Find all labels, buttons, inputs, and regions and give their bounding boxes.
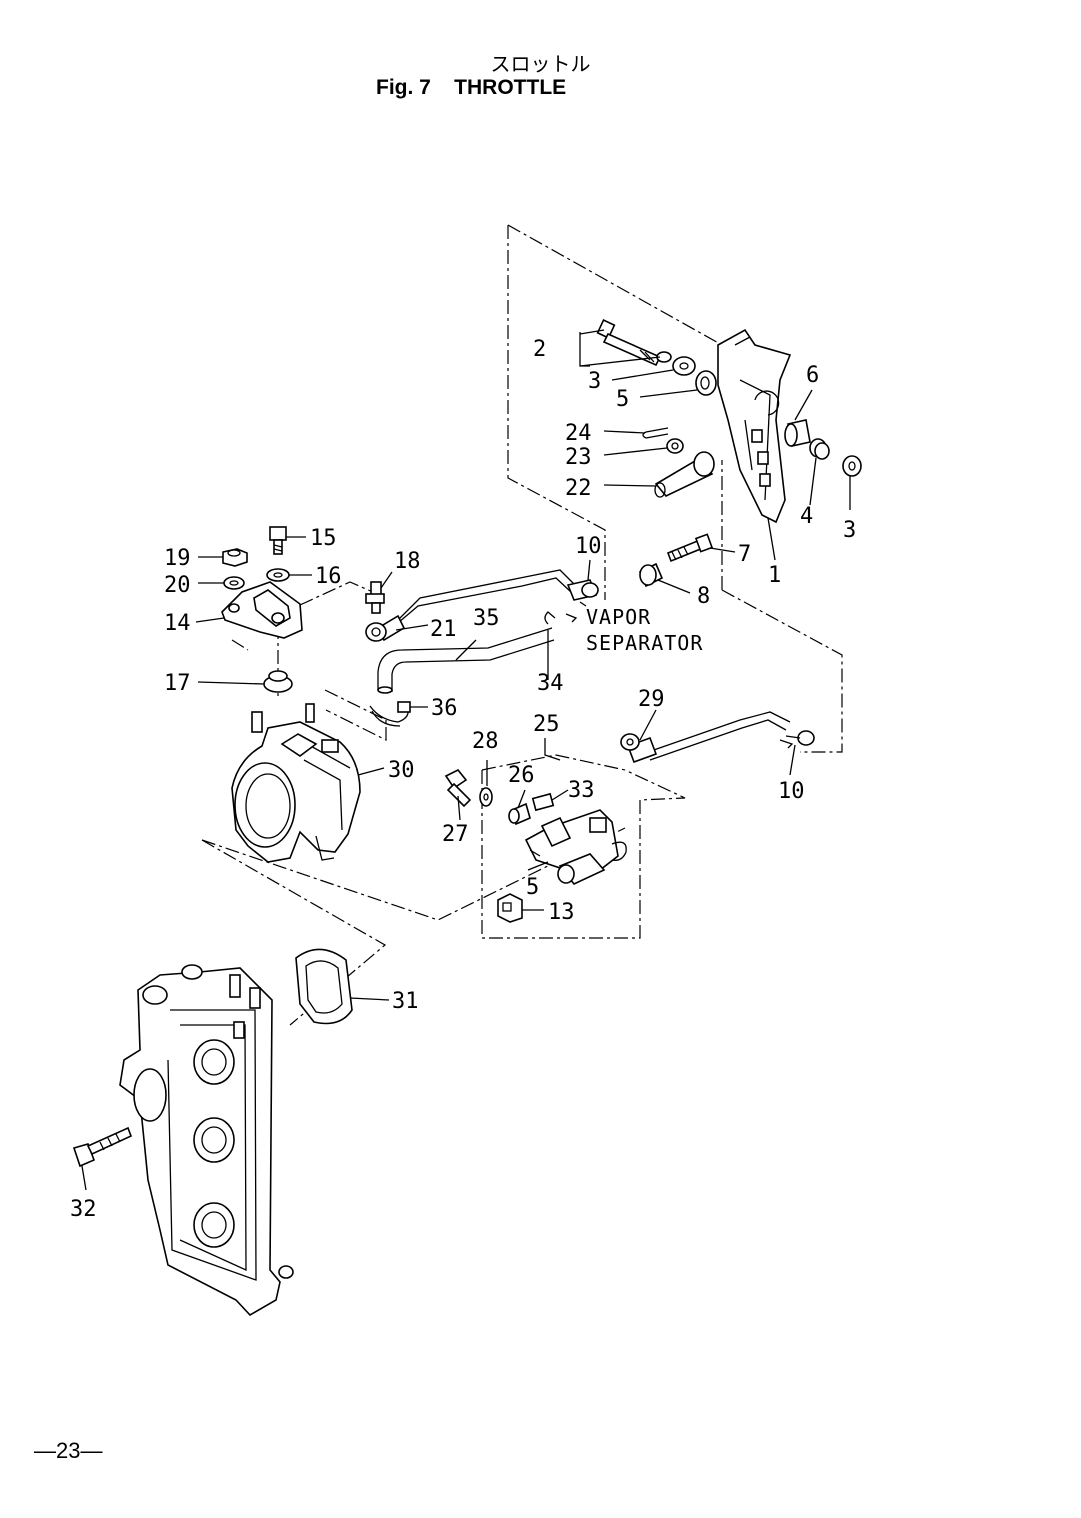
- callout-19: 19: [164, 546, 191, 571]
- callout-18: 18: [394, 549, 421, 574]
- callout-10: 10: [575, 534, 602, 559]
- note-vapor: VAPOR: [586, 605, 651, 629]
- callout-6: 6: [806, 363, 819, 388]
- page-number: —23—: [34, 1438, 103, 1463]
- callout-3b: 3: [843, 518, 856, 543]
- note-separator: SEPARATOR: [586, 631, 703, 655]
- callout-16: 16: [315, 564, 342, 589]
- gasket-31: [295, 948, 353, 1025]
- callout-7: 7: [738, 542, 751, 567]
- figure-title-japanese: スロットル: [490, 52, 591, 76]
- callout-34: 34: [537, 671, 564, 696]
- callout-4: 4: [800, 504, 813, 529]
- stud-18: [365, 581, 385, 614]
- link-rod-29: [620, 711, 815, 764]
- collar-nut-washer: [784, 419, 862, 477]
- callout-2: 2: [533, 337, 546, 362]
- nut-19: [222, 548, 248, 567]
- callout-3: 3: [588, 369, 601, 394]
- callout-26: 26: [508, 763, 535, 788]
- callout-25: 25: [533, 712, 560, 737]
- bolt-15: [269, 526, 287, 555]
- callout-15: 15: [310, 526, 337, 551]
- washer-20: [223, 576, 245, 590]
- block-33: [531, 792, 555, 812]
- hose-35: [377, 627, 555, 694]
- callout-21: 21: [430, 617, 457, 642]
- washer-16: [266, 568, 290, 582]
- hose-band-36: [369, 701, 411, 727]
- callout-14: 14: [164, 611, 191, 636]
- throttle-link-assembly-25: [524, 809, 627, 885]
- callout-20: 20: [164, 573, 191, 598]
- callout-35: 35: [473, 606, 500, 631]
- callout-36: 36: [431, 696, 458, 721]
- bolt-27: [444, 768, 472, 808]
- callout-30: 30: [388, 758, 415, 783]
- bracket-plate-14: [221, 581, 303, 639]
- figure-title: Fig. 7 THROTTLE: [376, 76, 567, 99]
- bolt-2: [596, 319, 717, 396]
- callout-24: 24: [565, 421, 592, 446]
- callout-28: 28: [472, 729, 499, 754]
- collar-26: [508, 802, 531, 826]
- bolt-32: [72, 1126, 133, 1168]
- callout-27: 27: [442, 822, 469, 847]
- callout-10b: 10: [778, 779, 805, 804]
- clip-pin-parts: [642, 427, 715, 498]
- callout-31: 31: [392, 989, 419, 1014]
- callout-23: 23: [565, 445, 592, 470]
- intake-manifold: [119, 964, 294, 1317]
- callout-33: 33: [568, 778, 595, 803]
- callout-1: 1: [768, 563, 781, 588]
- callout-32: 32: [70, 1197, 97, 1222]
- washer-28: [479, 787, 493, 807]
- callout-labels: 2 3 5 6 4 3 1 7 8 24 23 22 10 VAPOR SEPA…: [70, 337, 856, 1222]
- callout-8: 8: [697, 584, 710, 609]
- grommet-17: [263, 670, 293, 693]
- block-13: [497, 893, 523, 923]
- callout-29: 29: [638, 687, 665, 712]
- link-rod-upper: [365, 569, 599, 642]
- leader-lines: [81, 329, 851, 1191]
- callout-5b: 5: [526, 875, 539, 900]
- callout-22: 22: [565, 476, 592, 501]
- callout-13: 13: [548, 900, 575, 925]
- bolt-7-collar-8: [638, 533, 714, 588]
- throttle-body-30: [231, 703, 361, 863]
- throttle-lever: [717, 328, 792, 524]
- callout-5: 5: [616, 387, 629, 412]
- callout-17: 17: [164, 671, 191, 696]
